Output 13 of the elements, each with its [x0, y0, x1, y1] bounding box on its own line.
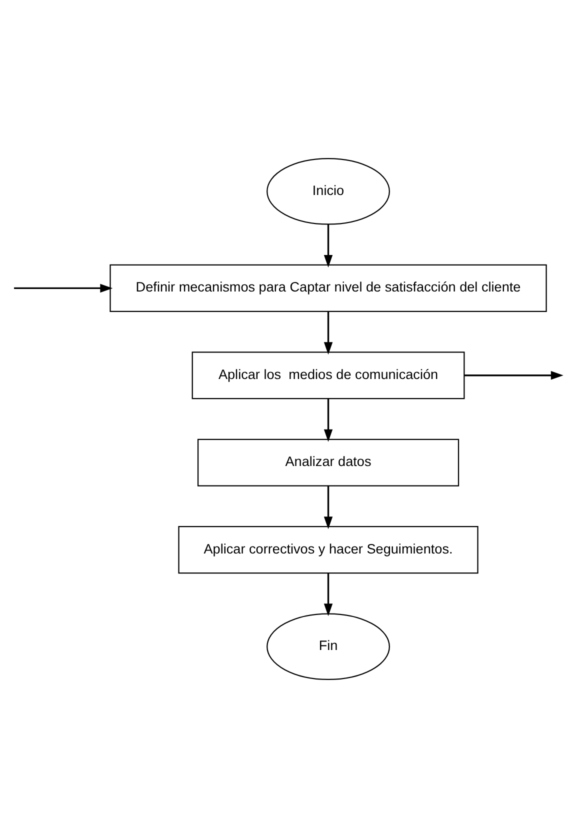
arrow: [324, 224, 333, 267]
arrow: [324, 486, 333, 529]
arrow: [324, 572, 333, 616]
node-box: Aplicar correctivos y hacer Seguimientos.: [178, 526, 478, 574]
arrow: [14, 283, 113, 292]
arrow: [324, 311, 333, 354]
node-box: Analizar datos: [197, 438, 460, 486]
arrow: [464, 370, 564, 380]
node-box: Definir mecanismos para Captar nivel de satisfacción del cliente: [110, 264, 547, 312]
arrow: [324, 398, 333, 442]
node-box: Aplicar los medios de comunicación: [192, 351, 465, 399]
node-ellipse: Inicio: [266, 157, 390, 224]
node-ellipse: Fin: [266, 612, 390, 680]
